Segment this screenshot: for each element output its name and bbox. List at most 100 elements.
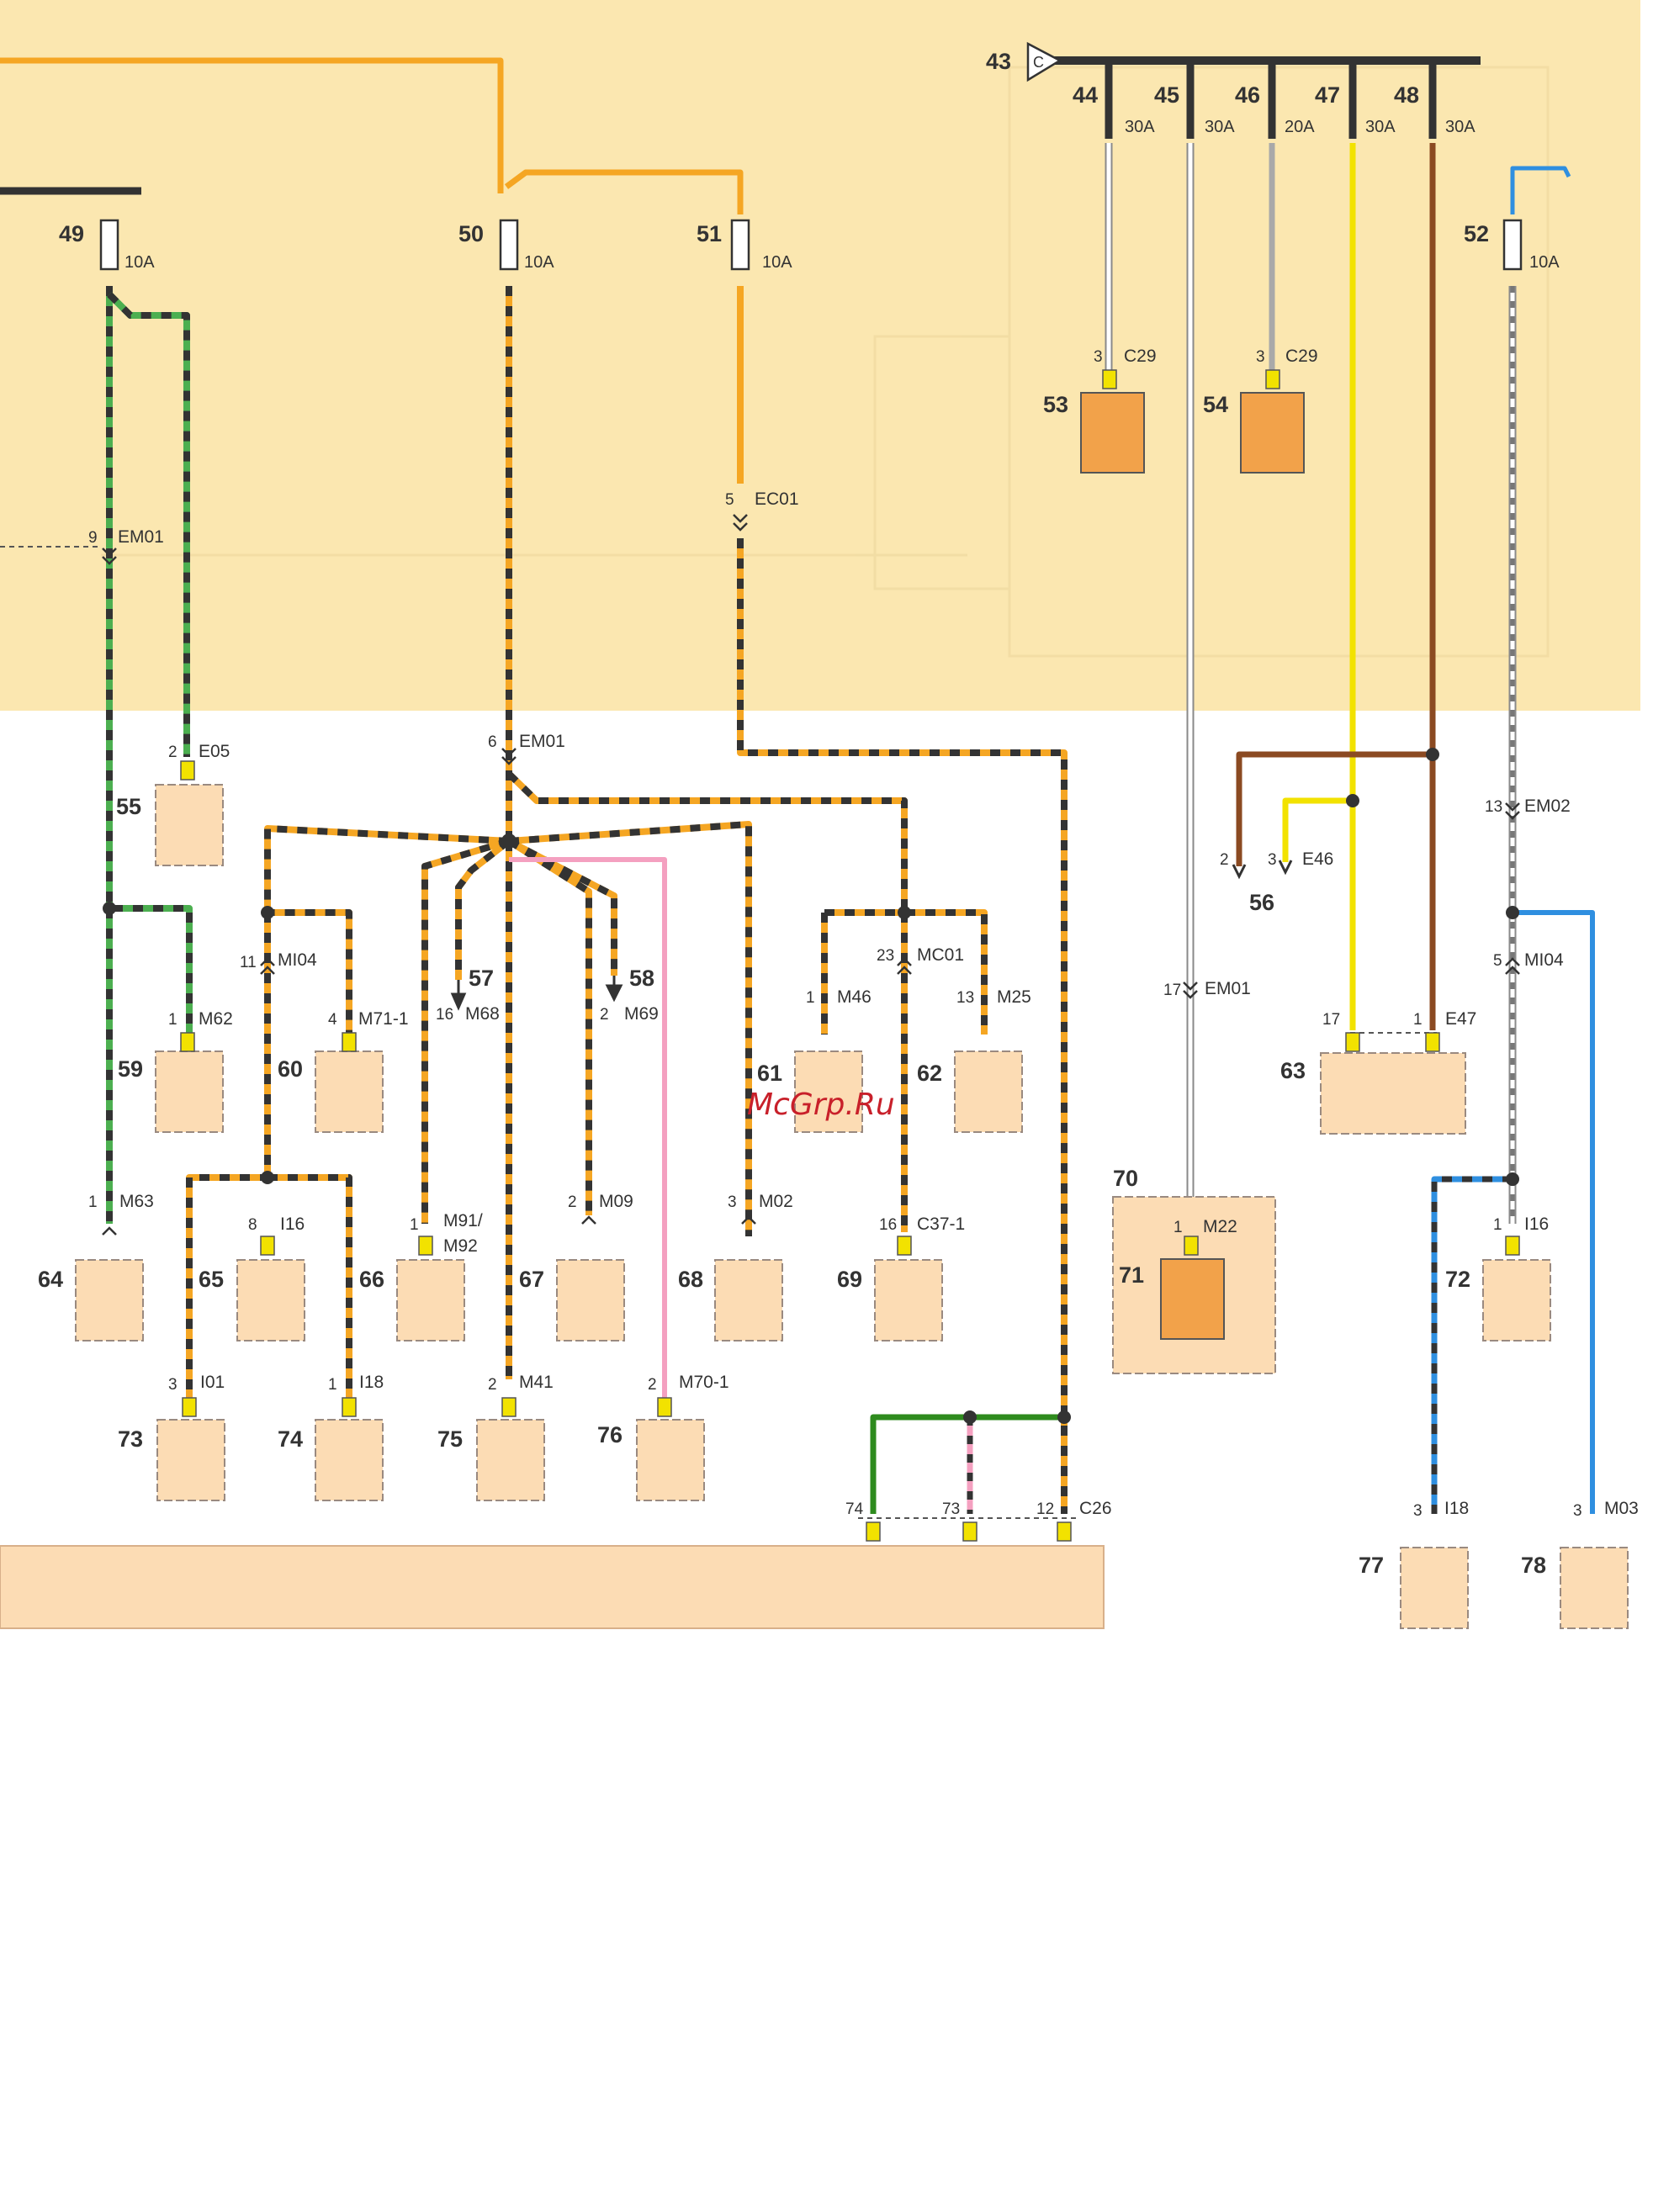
fuse-bodies <box>99 219 1523 271</box>
comp-68-pin: 3 <box>728 1193 737 1211</box>
inline-em01-a-pin: 9 <box>88 529 98 547</box>
bus-feed-symbol: C <box>1026 41 1062 82</box>
comp-66-connector: M91/ <box>443 1211 483 1230</box>
comp-78-connector: M03 <box>1604 1499 1639 1518</box>
inline-mc01-connector: MC01 <box>917 945 964 965</box>
fuse-47-rating: 30A <box>1365 118 1396 136</box>
comp-60-connector: M71-1 <box>358 1009 409 1029</box>
comp-75-pin: 2 <box>488 1376 497 1394</box>
inline-mi04-a-connector: MI04 <box>278 950 317 970</box>
comp-69-connector: C37-1 <box>917 1214 965 1234</box>
component-67-number: 67 <box>519 1267 544 1292</box>
connector-pins <box>180 369 1520 1542</box>
comp-65-pin: 8 <box>248 1216 257 1234</box>
fuse-47-number: 47 <box>1315 82 1340 108</box>
panel-texture <box>101 66 1550 658</box>
comp-56-pin-b: 3 <box>1268 851 1277 869</box>
comp-71-pin: 1 <box>1174 1219 1183 1236</box>
component-78-number: 78 <box>1521 1553 1546 1578</box>
component-boxes <box>75 784 1629 1629</box>
component-72-number: 72 <box>1445 1267 1470 1292</box>
fuse-50-rating: 10A <box>524 253 554 272</box>
comp-76-pin: 2 <box>648 1376 657 1394</box>
fuse-49-number: 49 <box>59 221 84 246</box>
power-feed-number: 43 <box>986 49 1011 74</box>
component-68-number: 68 <box>678 1267 703 1292</box>
bus-label: C <box>1033 54 1044 71</box>
comp-59-pin: 1 <box>168 1011 177 1029</box>
comp-54-connector: C29 <box>1285 347 1318 366</box>
comp-54-pin: 3 <box>1256 348 1265 366</box>
component-54-number: 54 <box>1203 392 1228 417</box>
comp-56-pin-a: 2 <box>1220 851 1229 869</box>
comp-67-connector: M09 <box>599 1192 633 1211</box>
component-74-number: 74 <box>278 1426 303 1452</box>
fuse-48-number: 48 <box>1394 82 1419 108</box>
component-dark-boxes <box>1080 392 1305 1340</box>
component-65-number: 65 <box>199 1267 224 1292</box>
fuse-44-number: 44 <box>1073 82 1098 108</box>
fuse-48-rating: 30A <box>1445 118 1476 136</box>
comp-64-pin: 1 <box>88 1193 98 1211</box>
component-59-number: 59 <box>118 1056 143 1082</box>
comp-58-pin: 2 <box>600 1006 609 1024</box>
c26-pin-74: 74 <box>845 1500 864 1518</box>
comp-64-connector: M63 <box>119 1192 154 1211</box>
component-57-number: 57 <box>469 966 494 991</box>
c26-connector: C26 <box>1079 1499 1112 1518</box>
inline-connector-symbols <box>102 514 1520 1236</box>
comp-65-connector: I16 <box>280 1214 305 1234</box>
comp-62-pin: 13 <box>956 989 974 1007</box>
inline-ec01-connector: EC01 <box>755 489 799 509</box>
comp-55-connector: E05 <box>199 742 230 761</box>
inline-em01-b-pin: 6 <box>488 733 497 751</box>
splice-points <box>103 748 1519 1424</box>
component-58-number: 58 <box>629 966 654 991</box>
comp-53-connector: C29 <box>1124 347 1157 366</box>
inline-em01-c-connector: EM01 <box>1205 979 1251 998</box>
fuse-45-rating: 30A <box>1205 118 1235 136</box>
inline-mi04-b-pin: 5 <box>1493 952 1502 970</box>
inline-em02-connector: EM02 <box>1524 796 1571 816</box>
comp-61-connector: M46 <box>837 987 872 1007</box>
comp-58-connector: M69 <box>624 1004 659 1024</box>
fuse-46-number: 46 <box>1235 82 1260 108</box>
comp-61-pin: 1 <box>806 989 815 1007</box>
comp-67-pin: 2 <box>568 1193 577 1211</box>
component-55-number: 55 <box>116 794 141 819</box>
comp-60-pin: 4 <box>328 1011 337 1029</box>
c26-connector-labels: 74 73 12 C26 <box>845 1499 1112 1518</box>
component-61-number: 61 <box>757 1061 782 1086</box>
inline-mc01-pin: 23 <box>877 947 894 965</box>
inline-mi04-a-pin: 11 <box>240 954 257 971</box>
comp-63-pin-a: 17 <box>1322 1011 1340 1029</box>
inline-em01-b-connector: EM01 <box>519 732 565 751</box>
comp-66-connector-line2: M92 <box>443 1236 478 1256</box>
comp-74-connector: I18 <box>359 1373 384 1392</box>
inline-connector-labels: 9 EM01 5 EC01 6 EM01 11 MI04 23 MC01 17 … <box>88 489 1571 999</box>
comp-74-pin: 1 <box>328 1376 337 1394</box>
component-56-number: 56 <box>1249 890 1274 915</box>
comp-72-connector: I16 <box>1524 1214 1549 1234</box>
comp-55-pin: 2 <box>168 744 177 761</box>
comp-77-pin: 3 <box>1413 1502 1423 1520</box>
comp-75-connector: M41 <box>519 1373 554 1392</box>
comp-62-connector: M25 <box>997 987 1031 1007</box>
inline-em01-a-connector: EM01 <box>118 527 164 547</box>
component-63-number: 63 <box>1280 1058 1306 1083</box>
comp-77-connector: I18 <box>1444 1499 1469 1518</box>
component-70-number: 70 <box>1113 1166 1138 1191</box>
component-64-number: 64 <box>38 1267 63 1292</box>
component-60-number: 60 <box>278 1056 303 1082</box>
comp-56-connector: E46 <box>1302 849 1333 869</box>
fuse-50-number: 50 <box>458 221 484 246</box>
comp-68-connector: M02 <box>759 1192 793 1211</box>
inline-mi04-b-connector: MI04 <box>1524 950 1564 970</box>
inline-ec01-pin: 5 <box>725 491 734 509</box>
fuse-44-rating: 30A <box>1125 118 1155 136</box>
c26-pin-12: 12 <box>1036 1500 1054 1518</box>
comp-63-connector: E47 <box>1445 1009 1476 1029</box>
fuse-52-rating: 10A <box>1529 253 1560 272</box>
inline-em02-pin: 13 <box>1485 798 1502 816</box>
